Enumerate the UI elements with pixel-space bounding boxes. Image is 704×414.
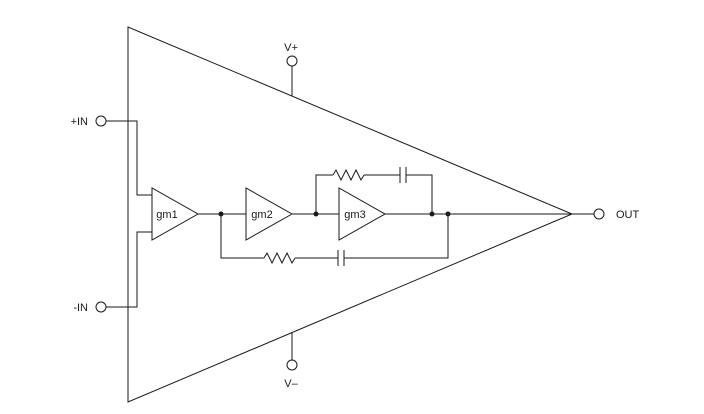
outer-loop-left-wire bbox=[220, 214, 264, 259]
outer-loop-resistor bbox=[263, 251, 296, 265]
inner-loop-right-wire bbox=[406, 174, 433, 214]
in-plus-wire bbox=[106, 120, 152, 196]
in-plus-label: +IN bbox=[71, 116, 88, 128]
vplus-label: V+ bbox=[284, 42, 298, 54]
gm1-label: gm1 bbox=[156, 209, 177, 221]
gm3-label: gm3 bbox=[344, 209, 365, 221]
gm3-amplifier bbox=[338, 187, 387, 241]
out-terminal bbox=[593, 208, 605, 220]
vminus-terminal bbox=[286, 359, 298, 371]
in-minus-wire bbox=[106, 231, 152, 308]
gm1-amplifier bbox=[151, 187, 200, 241]
inner-loop-resistor bbox=[332, 168, 365, 182]
in-minus-terminal bbox=[95, 301, 107, 313]
vminus-label: V– bbox=[284, 378, 298, 390]
outer-loop-right-wire bbox=[344, 214, 449, 259]
in-plus-terminal bbox=[95, 115, 107, 127]
in-minus-label: -IN bbox=[73, 302, 88, 314]
gm2-amplifier bbox=[245, 187, 294, 241]
opamp-outline bbox=[127, 26, 574, 403]
inner-loop-left-wire bbox=[315, 174, 333, 214]
vplus-terminal bbox=[286, 55, 298, 67]
out-label: OUT bbox=[616, 209, 640, 221]
gm2-label: gm2 bbox=[251, 209, 272, 221]
